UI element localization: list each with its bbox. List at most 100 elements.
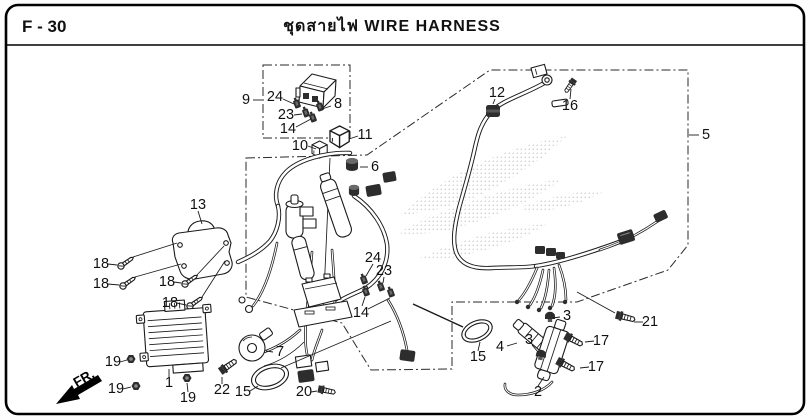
callout-leader-line [282,98,295,105]
callout-leader-line [307,145,317,150]
part-callout-23: 23 [278,107,294,123]
callout-leader-line [579,366,590,369]
callout-leader-line [537,376,545,387]
part-callout-4: 4 [496,339,504,355]
bracket-group [115,220,233,312]
part-callout-22: 22 [214,382,230,398]
part-callout-2: 2 [534,384,542,400]
callout-leader-line [310,390,318,393]
part-callout-18: 18 [162,295,178,311]
page-title: ชุดสายไฟ WIRE HARNESS [283,16,501,36]
callout-leader-line [361,296,366,307]
callout-leader-line [584,340,595,343]
part-callout-15: 15 [470,349,486,365]
seal-ring-group [251,320,392,398]
connector-icon [365,184,382,197]
callout-leader-line [293,113,303,116]
ring-terminal-icon [541,74,569,108]
callout-leader-line [382,276,385,284]
callout-leader-line [477,341,481,352]
rubber-cap-icon [346,158,358,171]
callout-leader-line [365,263,374,277]
connector-icon [299,206,314,217]
part-callout-15: 15 [235,384,251,400]
callout-leader-line [531,344,539,353]
part-callout-8: 8 [334,96,342,112]
callout-leader-line [107,283,120,286]
part-callout-11: 11 [357,127,372,143]
part-callout-19: 19 [180,390,196,406]
callout-leader-line [321,105,332,110]
part-callout-14: 14 [280,121,296,137]
callout-leader-line [552,316,561,319]
fr-direction-arrow: FR. [56,366,102,404]
battery-box-icon [301,273,342,308]
connector-icon [530,63,548,79]
callout-leader-line [186,382,189,393]
part-callout-10: 10 [292,138,308,154]
part-callout-12: 12 [489,85,505,101]
connector-icon [382,171,397,183]
part-callout-6: 6 [371,159,379,175]
rubber-cap-icon [348,184,360,196]
connector-icon [546,248,556,256]
part-callout-19: 19 [108,381,124,397]
callout-leader-line [197,210,203,225]
part-callout-14: 14 [353,305,369,321]
connector-icon [297,369,315,383]
battery-bracket-icon [293,300,353,328]
part-callout-3: 3 [563,308,571,324]
callout-leader-line [295,118,312,128]
connector-icon [399,349,416,362]
fuse-box-group [262,64,351,139]
callout-leader-line [173,281,182,284]
part-callout-17: 17 [593,333,609,349]
callout-leader-line [122,386,132,390]
ignition-coil-group [412,291,637,397]
part-callout-3: 3 [525,332,533,348]
part-callout-23: 23 [376,263,392,279]
central-assembly [235,150,416,383]
callout-leader-line [119,359,128,363]
part-callout-21: 21 [642,314,658,330]
callout-leaders-layer [107,88,699,393]
ecu-group [126,299,212,390]
honda-wing-watermark [398,136,607,260]
part-callout-1: 1 [165,375,173,391]
callout-leader-line [367,297,391,310]
connector-icon [653,210,668,223]
connector-icon [314,360,330,373]
page-code: F - 30 [22,17,66,36]
callout-leader-line [107,263,118,266]
callout-leader-line [569,88,572,100]
cylinder-icon [319,172,352,238]
bracket-plate [171,227,233,280]
part-callout-24: 24 [267,89,283,105]
part-callout-20: 20 [296,384,312,400]
part-callout-7: 7 [276,344,284,360]
horn-group [216,327,273,377]
ecu-icon [135,299,212,374]
connector-icon [535,246,545,254]
part-callout-16: 16 [562,98,578,114]
callout-leader-line [492,98,496,105]
part-callout-24: 24 [365,250,381,266]
part-callout-9: 9 [242,92,250,108]
connector-icon [302,218,317,229]
callout-leader-line [348,135,359,140]
part-callout-13: 13 [190,197,206,213]
callout-leader-line [176,302,187,306]
connector-icon [556,252,565,259]
part-callout-5: 5 [702,127,710,143]
connector-icon [617,229,635,245]
callout-leader-line [506,342,518,347]
assembly-boundary-box [245,69,689,371]
grommet-icon [486,105,500,117]
callout-leader-line [265,350,274,353]
part-callout-18: 18 [159,274,175,290]
part-callout-18: 18 [93,276,109,292]
part-callout-19: 19 [105,354,121,370]
